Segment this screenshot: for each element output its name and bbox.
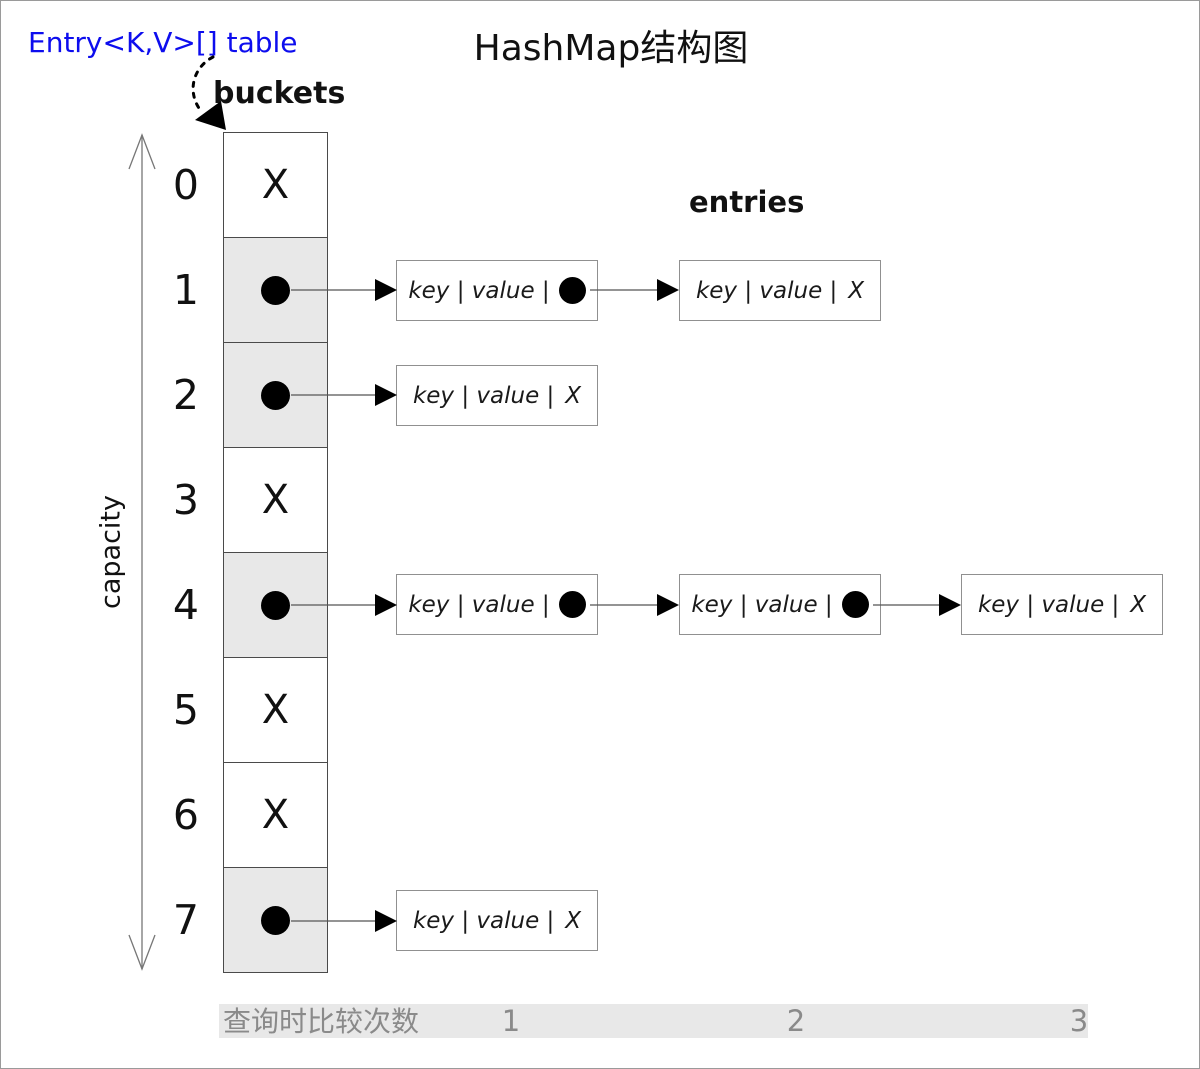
comparison-bar-label: 查询时比较次数 [223,1005,420,1038]
bucket-index-7: 7 [172,896,199,944]
bucket-index-4: 4 [172,581,199,629]
entry-text: key | value | [977,591,1120,618]
entry-null-mark: X [848,277,865,304]
entry-box-bucket2-0: key | value | X [396,365,598,426]
pointer-dot [261,380,290,410]
entry-text: key | value | [408,277,550,304]
bucket-cell-7 [223,867,328,973]
entry-box-bucket1-1: key | value | X [679,260,881,321]
comparison-bar: 查询时比较次数 1 2 3 [219,1004,1088,1038]
comparison-count-1: 1 [501,1004,521,1038]
entry-pointer-dot [841,591,869,618]
bucket4-arrowhead [375,594,397,616]
bucket-cell-5: X [223,657,328,763]
table-pointer-curve [191,55,215,113]
entry-null-mark: X [565,907,582,934]
entry-box-bucket4-2: key | value | X [961,574,1163,635]
bucket-index-3: 3 [172,476,199,524]
entries-label: entries [689,185,805,219]
pointer-dot [261,275,290,305]
bucket-cell-2 [223,342,328,448]
bucket-cell-3: X [223,447,328,553]
comparison-count-2: 2 [786,1004,806,1038]
entry-link-bucket4-first-arrowhead [657,594,679,616]
entry-link-bucket4-second-arrowhead [939,594,961,616]
entry-null-mark: X [1130,591,1147,618]
entry-text: key | value | [695,277,838,304]
bucket-index-5: 5 [172,686,199,734]
table-reference-label: Entry<K,V>[] table [28,26,298,59]
entry-pointer-dot [558,277,586,304]
entry-box-bucket4-1: key | value | [679,574,881,635]
pointer-dot [261,905,290,935]
entry-text: key | value | [691,591,833,618]
entry-text: key | value | [412,382,555,409]
bucket-index-6: 6 [172,791,199,839]
entry-box-bucket1-0: key | value | [396,260,598,321]
comparison-count-3: 3 [1069,1004,1089,1038]
bucket-index-1: 1 [172,266,199,314]
null-mark: X [261,687,290,733]
bucket7-arrowhead [375,910,397,932]
buckets-label: buckets [213,76,346,111]
entry-pointer-dot [558,591,586,618]
bucket-cell-4 [223,552,328,658]
bucket1-arrowhead [375,279,397,301]
null-mark: X [261,162,290,208]
entry-box-bucket7-0: key | value | X [396,890,598,951]
entry-null-mark: X [565,382,582,409]
bucket-index-2: 2 [172,371,199,419]
entry-text: key | value | [408,591,550,618]
bucket-cell-0: X [223,132,328,238]
null-mark: X [261,792,290,838]
bucket-cell-6: X [223,762,328,868]
bucket-cell-1 [223,237,328,343]
diagram-title: HashMap结构图 [473,28,749,69]
null-mark: X [261,477,290,523]
entry-text: key | value | [412,907,555,934]
bucket-index-0: 0 [172,161,199,209]
pointer-dot [261,590,290,620]
entry-link-bucket1-arrowhead [657,279,679,301]
bucket2-arrowhead [375,384,397,406]
entry-box-bucket4-0: key | value | [396,574,598,635]
